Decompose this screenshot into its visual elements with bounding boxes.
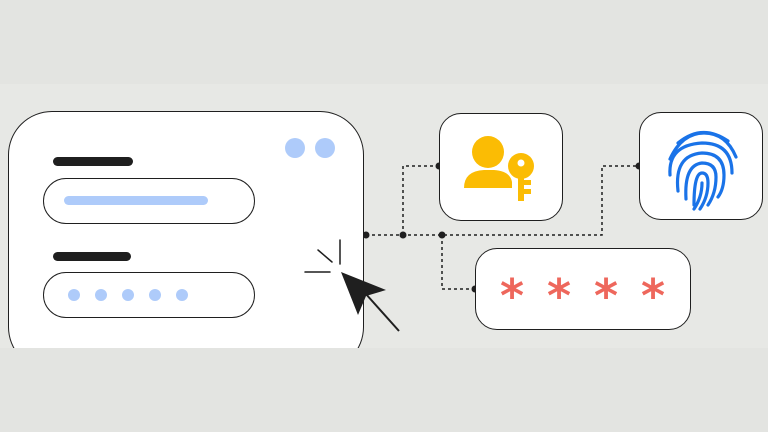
cursor-tail bbox=[364, 292, 400, 332]
click-burst bbox=[304, 239, 341, 273]
login-card bbox=[8, 111, 364, 371]
username-value bbox=[64, 196, 208, 205]
password-dot bbox=[68, 289, 80, 301]
username-field[interactable] bbox=[43, 178, 255, 224]
password-tile[interactable]: * * * * bbox=[475, 248, 691, 330]
user-key-tile[interactable] bbox=[439, 113, 563, 221]
connector-user-key bbox=[402, 165, 439, 235]
connector-node bbox=[362, 231, 370, 239]
background-top bbox=[0, 0, 768, 84]
cursor-arrow bbox=[341, 272, 386, 315]
asterisk-icon: * bbox=[641, 269, 666, 323]
asterisk-icon: * bbox=[500, 269, 525, 323]
username-label bbox=[53, 157, 133, 166]
window-dot bbox=[285, 138, 305, 158]
window-dot bbox=[315, 138, 335, 158]
password-field[interactable] bbox=[43, 272, 255, 318]
connector-password bbox=[441, 235, 475, 290]
password-dot bbox=[122, 289, 134, 301]
user-key-icon bbox=[464, 136, 534, 201]
password-dot bbox=[176, 289, 188, 301]
connector-node bbox=[438, 231, 446, 239]
password-dot bbox=[95, 289, 107, 301]
fingerprint-tile[interactable] bbox=[639, 112, 763, 220]
connector-node bbox=[399, 231, 407, 239]
background-bottom-cover bbox=[0, 348, 768, 432]
password-label bbox=[53, 252, 131, 261]
asterisk-icon: * bbox=[594, 269, 619, 323]
fingerprint-icon bbox=[668, 130, 738, 211]
connector-main bbox=[366, 165, 639, 236]
asterisk-icon: * bbox=[547, 269, 572, 323]
password-dot bbox=[149, 289, 161, 301]
